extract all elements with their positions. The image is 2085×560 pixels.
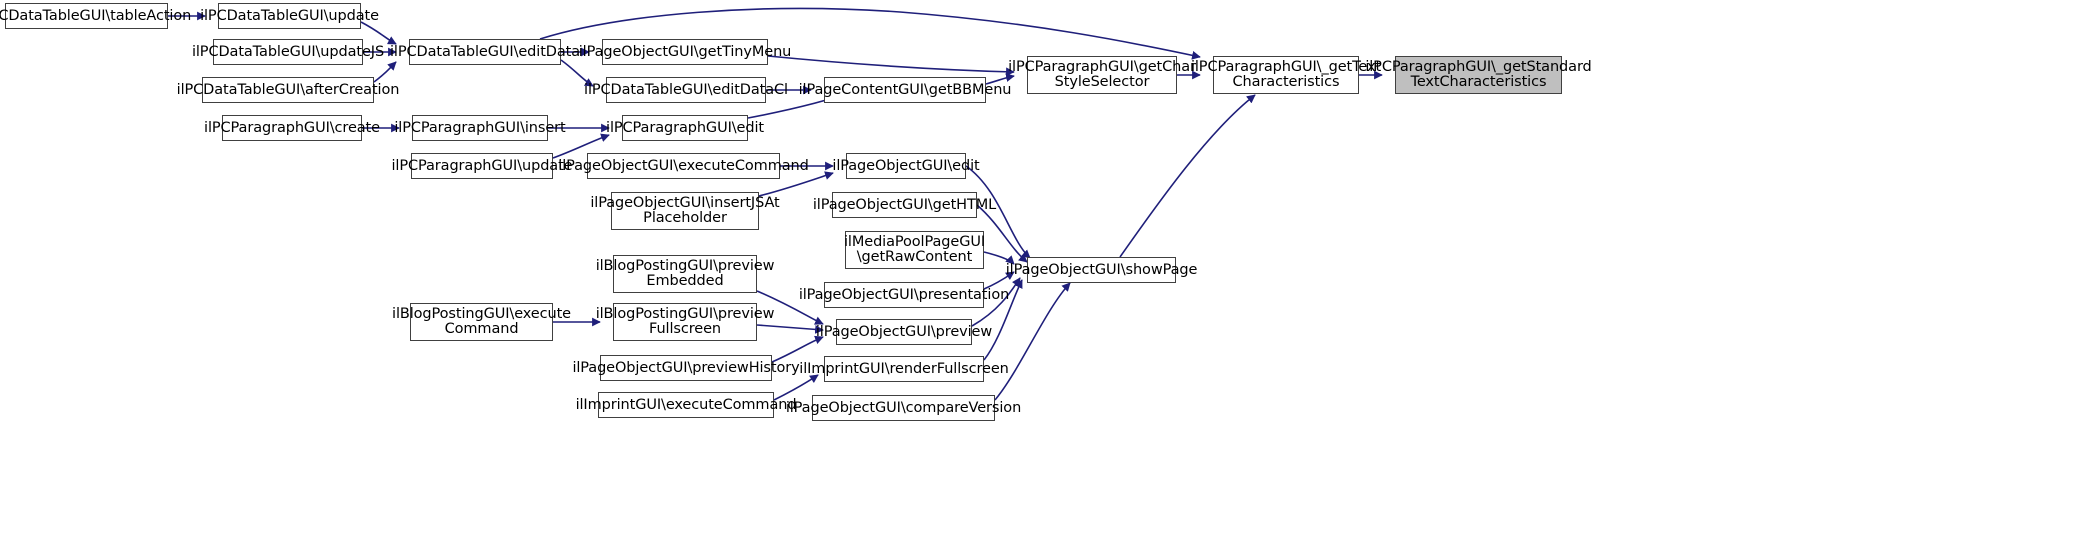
graph-node[interactable]: ilPCParagraphGUI\create	[204, 115, 380, 141]
graph-node[interactable]: ilPCDataTableGUI\afterCreation	[177, 77, 399, 103]
graph-node[interactable]: ilPageObjectGUI\presentation	[799, 282, 1009, 308]
graph-node[interactable]: ilPCParagraphGUI\_getStandard TextCharac…	[1365, 56, 1592, 94]
graph-node[interactable]: ilPageObjectGUI\compareVersion	[786, 395, 1021, 421]
graph-node[interactable]: ilPCDataTableGUI\tableAction	[0, 3, 191, 29]
graph-edge	[771, 335, 824, 363]
graph-edge	[373, 61, 397, 83]
graph-node[interactable]: ilPCDataTableGUI\editDataCl	[584, 77, 788, 103]
graph-node[interactable]: ilPageObjectGUI\previewHistory	[572, 355, 800, 381]
graph-node[interactable]: ilPCDataTableGUI\editData	[390, 39, 580, 65]
graph-node[interactable]: ilPageObjectGUI\showPage	[1006, 257, 1197, 283]
graph-node[interactable]: ilPageContentGUI\getBBMenu	[799, 77, 1011, 103]
graph-node[interactable]: ilPCParagraphGUI\getChar StyleSelector	[1008, 56, 1196, 94]
graph-node[interactable]: ilPCDataTableGUI\update	[200, 3, 379, 29]
graph-node[interactable]: ilPCParagraphGUI\_getText Characteristic…	[1191, 56, 1381, 94]
graph-edge	[360, 21, 397, 45]
graph-node[interactable]: ilBlogPostingGUI\execute Command	[392, 303, 571, 341]
graph-node[interactable]: ilPageObjectGUI\edit	[832, 153, 980, 179]
graph-node[interactable]: ilBlogPostingGUI\preview Fullscreen	[596, 303, 774, 341]
graph-node[interactable]: ilPCParagraphGUI\edit	[606, 115, 764, 141]
graph-node[interactable]: ilImprintGUI\renderFullscreen	[799, 356, 1009, 382]
graph-node[interactable]: ilPageObjectGUI\executeCommand	[558, 153, 809, 179]
graph-node[interactable]: ilMediaPoolPageGUI \getRawContent	[844, 231, 985, 269]
graph-node[interactable]: ilImprintGUI\executeCommand	[576, 392, 797, 418]
graph-node[interactable]: ilPageObjectGUI\insertJSAt Placeholder	[590, 192, 780, 230]
graph-edge	[767, 55, 1015, 77]
graph-node[interactable]: ilPCParagraphGUI\update	[392, 153, 573, 179]
graph-node[interactable]: ilPageObjectGUI\getTinyMenu	[579, 39, 791, 65]
graph-node[interactable]: ilPCDataTableGUI\updateJS	[192, 39, 384, 65]
graph-node[interactable]: ilPageObjectGUI\preview	[816, 319, 992, 345]
graph-node[interactable]: ilBlogPostingGUI\preview Embedded	[596, 255, 774, 293]
graph-node[interactable]: ilPageObjectGUI\getHTML	[813, 192, 996, 218]
graph-node[interactable]: ilPCParagraphGUI\insert	[394, 115, 566, 141]
graph-edge	[1119, 94, 1256, 258]
